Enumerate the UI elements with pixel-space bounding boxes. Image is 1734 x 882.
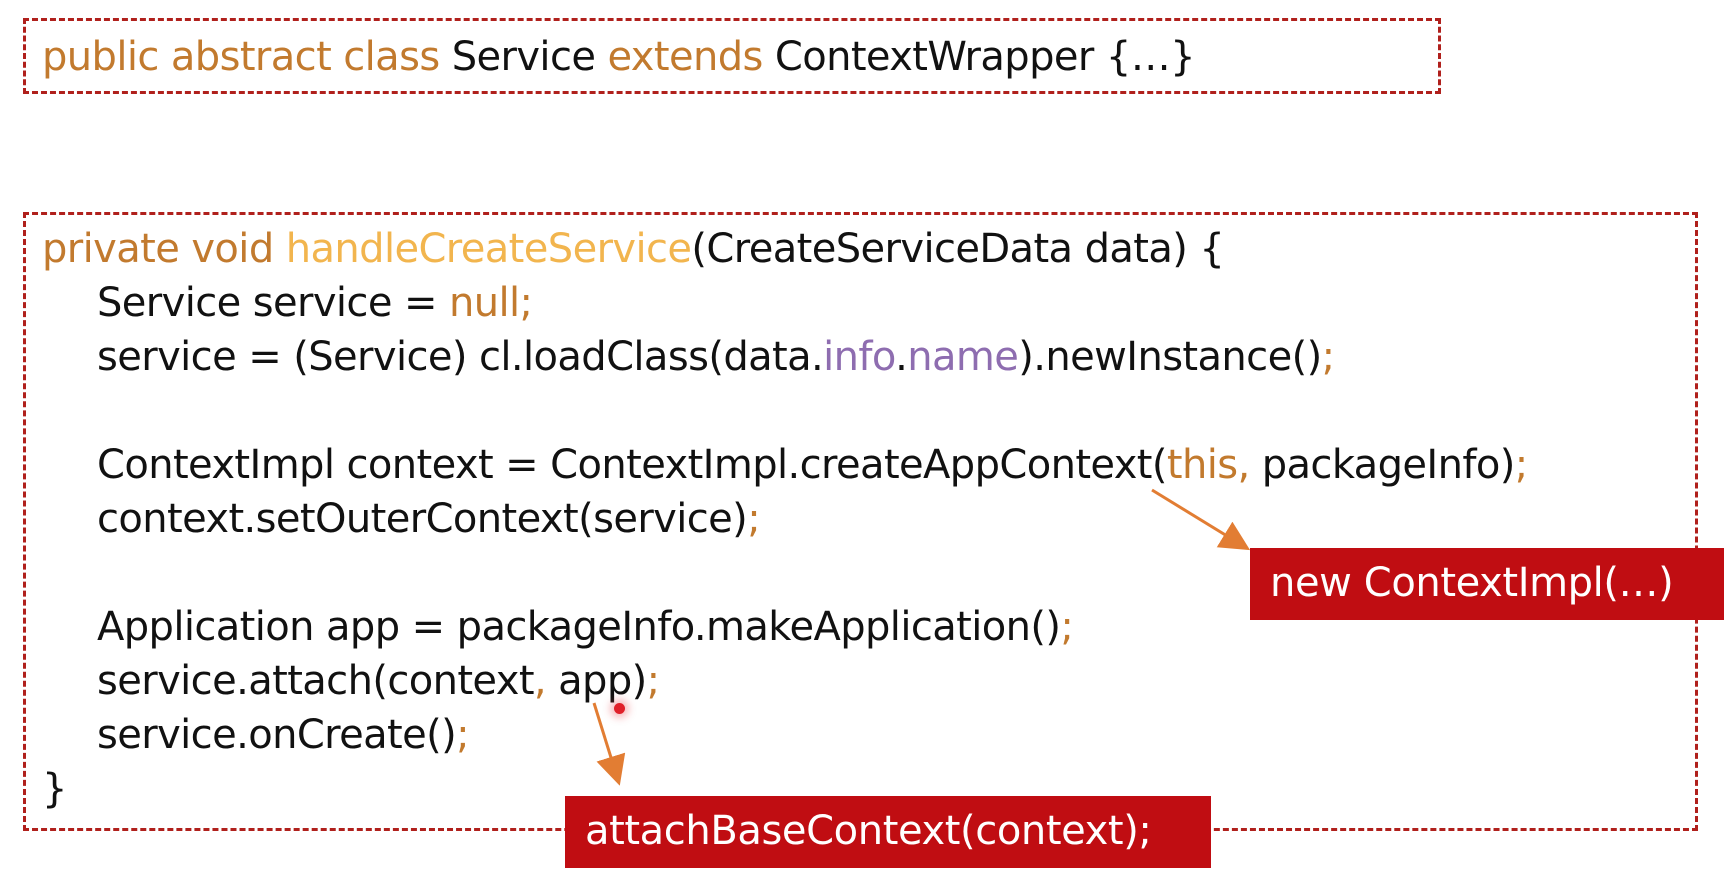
- field-info: info: [823, 334, 896, 380]
- attach-base-context-annotation: attachBaseContext(context);: [565, 796, 1211, 868]
- keyword-extends: extends: [607, 34, 763, 80]
- code-line-2: service = (Service) cl.loadClass(data.in…: [97, 330, 1335, 384]
- comma: ,: [1237, 442, 1250, 488]
- code-line-4: context.setOuterContext(service);: [97, 492, 761, 546]
- code-text: ).newInstance(): [1018, 334, 1322, 380]
- code-line-7: service.onCreate();: [97, 708, 470, 762]
- code-text: service.onCreate(): [97, 712, 457, 758]
- code-line-6: service.attach(context, app);: [97, 654, 660, 708]
- class-body: {…}: [1105, 34, 1196, 80]
- semicolon: ;: [456, 712, 470, 758]
- class-name: Service: [451, 34, 596, 80]
- comma: ,: [533, 658, 547, 704]
- code-text: service = (Service) cl.loadClass(data.: [97, 334, 824, 380]
- cursor-highlight: [614, 703, 625, 714]
- keyword-private: private: [42, 226, 180, 272]
- keyword-this: this: [1166, 442, 1238, 488]
- code-text: context.setOuterContext(service): [97, 496, 748, 542]
- semicolon: ;: [1060, 604, 1074, 650]
- method-name: handleCreateService: [285, 226, 692, 272]
- keyword-void: void: [191, 226, 274, 272]
- code-line-1: Service service = null;: [97, 276, 533, 330]
- keyword-null: null: [448, 280, 520, 326]
- semicolon: ;: [646, 658, 660, 704]
- method-signature-line: private void handleCreateService(CreateS…: [42, 222, 1225, 276]
- code-line-3: ContextImpl context = ContextImpl.create…: [97, 438, 1528, 492]
- keyword-class: class: [343, 34, 440, 80]
- code-text: app): [546, 658, 647, 704]
- semicolon: ;: [747, 496, 761, 542]
- code-text: ContextImpl context = ContextImpl.create…: [97, 442, 1167, 488]
- code-text: service.attach(context: [97, 658, 535, 704]
- semicolon: ;: [1514, 442, 1528, 488]
- code-line-5: Application app = packageInfo.makeApplic…: [97, 600, 1074, 654]
- parent-class-name: ContextWrapper: [774, 34, 1094, 80]
- class-declaration-box: [23, 18, 1441, 94]
- code-text: .: [895, 334, 908, 380]
- keyword-abstract: abstract: [170, 34, 332, 80]
- new-context-annotation: new ContextImpl(…): [1250, 548, 1724, 620]
- closing-brace: }: [42, 766, 67, 812]
- code-text: packageInfo): [1249, 442, 1516, 488]
- field-name: name: [907, 334, 1019, 380]
- keyword-public: public: [42, 34, 159, 80]
- semicolon: ;: [1321, 334, 1335, 380]
- semicolon: ;: [519, 280, 533, 326]
- code-text: Application app = packageInfo.makeApplic…: [97, 604, 1061, 650]
- method-params: (CreateServiceData data) {: [691, 226, 1225, 272]
- class-declaration-line: public abstract class Service extends Co…: [42, 30, 1196, 84]
- code-text: Service service =: [97, 280, 449, 326]
